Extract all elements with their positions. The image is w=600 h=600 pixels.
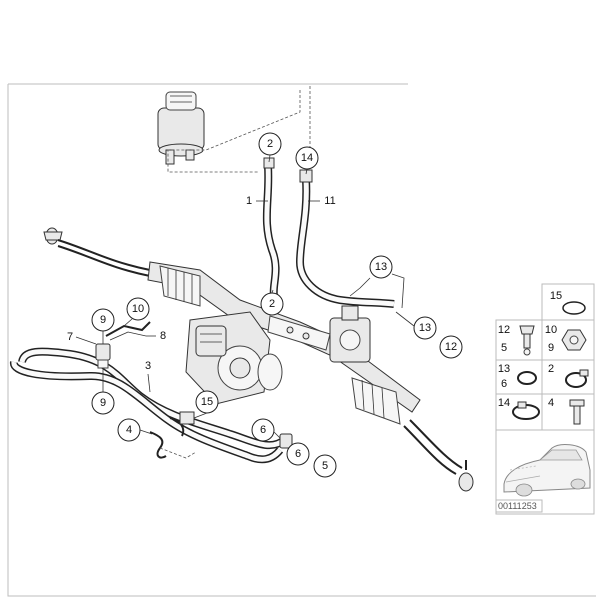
callout-13-b: 13: [413, 316, 437, 340]
callout-6-a: 6: [251, 418, 275, 442]
callout-6-a-text: 6: [260, 424, 266, 436]
leader-callout-15: [193, 412, 208, 419]
callout-9-top: 9: [91, 308, 115, 332]
callout-4-text: 4: [126, 424, 132, 436]
leader-callout-13-a-b: [391, 273, 405, 309]
o-ring-icon: [562, 301, 586, 315]
callout-13-a: 13: [369, 255, 393, 279]
label-7: 7: [67, 331, 73, 343]
hose-end-fitting: [263, 157, 275, 169]
pressure-switch-9: [95, 343, 111, 369]
legend-num-12: 12: [498, 324, 510, 336]
leader-callout-10: [123, 318, 133, 327]
diagram-frame: [7, 84, 596, 597]
pressure-hose-11: [295, 179, 395, 308]
callout-5: 5: [313, 454, 337, 478]
label-8: 8: [160, 330, 166, 342]
sealing-ring-icon: [517, 371, 537, 385]
legend-num-6: 6: [501, 378, 507, 390]
callout-6-b: 6: [286, 442, 310, 466]
callout-2-mid: 2: [260, 292, 284, 316]
leader-callout-13-a: [349, 277, 371, 297]
legend-num-9: 9: [548, 342, 554, 354]
callout-15-text: 15: [201, 396, 213, 408]
label-3: 3: [145, 360, 151, 372]
doc-number-box: [495, 499, 543, 513]
callout-5-text: 5: [322, 460, 328, 472]
fluid-reservoir: [157, 91, 205, 165]
leader-callout-4: [139, 429, 153, 435]
return-hose-1: [262, 165, 280, 297]
callout-9-top-text: 9: [100, 314, 106, 326]
legend-num-14: 14: [498, 397, 510, 409]
left-tie-rod: [43, 227, 151, 277]
steering-rack: [147, 261, 421, 425]
callout-14-top: 14: [295, 146, 319, 170]
steering-valve-body: [329, 305, 371, 363]
bracket-assembly: [267, 315, 331, 351]
legend-num-13: 13: [498, 363, 510, 375]
leader-callout-14: [305, 168, 308, 175]
electric-motor-assembly: [185, 311, 283, 405]
callout-13-b-text: 13: [419, 322, 431, 334]
hose-fitting-6: [279, 433, 293, 449]
dashed-leader-clamp: [159, 447, 197, 459]
hose-line-3b: [10, 361, 284, 464]
legend-num-10: 10: [545, 324, 557, 336]
legend-num-2: 2: [548, 363, 554, 375]
small-parts-legend: 15 12 5 10 9 13 6 2 14: [495, 283, 595, 515]
reservoir-leader-2: [300, 86, 311, 151]
callout-10: 10: [126, 297, 150, 321]
band-clamp-icon: [512, 401, 540, 420]
reservoir-leader: [167, 90, 301, 173]
leader-7: [75, 336, 97, 345]
leader-callout-2-mid: [271, 289, 274, 294]
callout-12-text: 12: [445, 341, 457, 353]
callout-9-bottom: 9: [91, 391, 115, 415]
legend-cell-4: [541, 393, 595, 431]
right-bellows-boot: [351, 377, 401, 425]
leader-callout-13-b: [395, 311, 415, 327]
label-1: 1: [246, 195, 252, 207]
legend-num-15: 15: [550, 290, 562, 302]
doc-number: 00111253: [498, 501, 537, 511]
leader-callout-2-top: [268, 154, 271, 163]
callout-13-a-text: 13: [375, 261, 387, 273]
car-thumbnail-icon: [503, 444, 591, 497]
legend-num-5: 5: [501, 342, 507, 354]
leader-3: [147, 373, 151, 393]
callout-2-top: 2: [258, 132, 282, 156]
retaining-clip-10: [105, 321, 151, 341]
legend-num-4: 4: [548, 397, 554, 409]
hose-clamp-15: [179, 411, 195, 425]
callout-15: 15: [195, 390, 219, 414]
left-bellows-boot: [159, 265, 201, 307]
hose-clamp-icon: [565, 369, 589, 388]
legend-cell-15: [541, 283, 595, 321]
hex-nut-icon: [561, 329, 587, 351]
callout-2-mid-text: 2: [269, 298, 275, 310]
callout-14-top-text: 14: [301, 152, 313, 164]
hose-end-fitting-11: [299, 169, 313, 183]
callout-10-text: 10: [132, 303, 144, 315]
callout-2-top-text: 2: [267, 138, 273, 150]
leader-callout-6-a: [273, 431, 281, 439]
label-11: 11: [324, 195, 335, 207]
callout-9-bottom-text: 9: [100, 397, 106, 409]
bolt-icon: [569, 399, 585, 425]
callout-6-b-text: 6: [295, 448, 301, 460]
right-tie-rod: [403, 419, 474, 492]
callout-4: 4: [117, 418, 141, 442]
callout-12: 12: [439, 335, 463, 359]
hollow-bolt-icon: [519, 325, 535, 356]
